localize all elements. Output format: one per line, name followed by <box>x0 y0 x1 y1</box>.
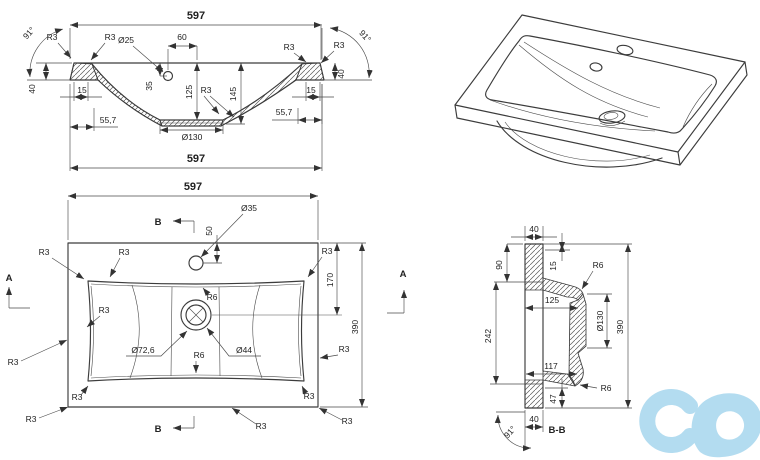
dim-angle-right: 91° <box>357 28 373 44</box>
logo-d-shape <box>691 393 760 458</box>
dim-back-height: 90 <box>494 260 504 270</box>
dim-rim-right: 40 <box>336 69 346 79</box>
section-bb-view: 40 90 242 15 R6 125 Ø130 390 117 R6 <box>483 224 632 452</box>
plan-basin-edge <box>87 280 305 382</box>
front-section-dimensions: 597 597 Ø25 60 35 125 145 Ø130 R3 R3 <box>21 10 373 171</box>
faucet-hole-iso <box>616 44 634 56</box>
section-a-label: A <box>6 273 13 284</box>
dim-hole-dia: Ø25 <box>118 35 134 45</box>
fillet-label: R3 <box>334 40 345 50</box>
isometric-view <box>454 14 748 168</box>
dim-slope-left: 55,7 <box>100 115 117 125</box>
dim-drain-from-back: 170 <box>325 273 335 287</box>
fillet-label: R3 <box>284 42 295 52</box>
dim-slope-right: 55,7 <box>276 107 293 117</box>
fillet-label: R3 <box>8 357 19 367</box>
fillet-label: R6 <box>194 350 205 360</box>
dim-plan-width: 597 <box>184 181 202 193</box>
dim-width-bottom: 597 <box>187 153 205 165</box>
drain-recess-plan <box>180 299 212 331</box>
dim-rim-top: 40 <box>529 224 539 234</box>
dim-faucet-offset: 50 <box>204 226 214 236</box>
dim-angle-left: 91° <box>21 25 37 41</box>
dim-drain-dia-side: Ø130 <box>595 310 605 331</box>
section-a-label: A <box>400 269 407 280</box>
fillet-label: R3 <box>105 32 116 42</box>
dim-drain-hole: Ø44 <box>236 345 252 355</box>
fillet-label: R3 <box>72 392 83 402</box>
logo-c-shape <box>639 389 698 453</box>
dim-basin-bottom-width: 117 <box>544 361 558 371</box>
fillet-label: R3 <box>256 421 267 431</box>
dim-lip: 15 <box>548 261 558 271</box>
dim-width-top: 597 <box>187 10 205 22</box>
dim-rim-bottom: 40 <box>529 414 539 424</box>
fillet-label: R3 <box>99 305 110 315</box>
plan-view: 597 Ø35 50 B B A A 170 390 R3 <box>6 181 407 435</box>
watermark-logo <box>639 389 760 458</box>
dim-total-height: 390 <box>615 320 625 334</box>
underbowl-edge <box>496 120 663 168</box>
fillet-label: R6 <box>601 383 612 393</box>
dim-inset-right: 15 <box>306 85 316 95</box>
dim-depth-center: 125 <box>184 85 194 99</box>
fillet-label: R3 <box>322 246 333 256</box>
fillet-label: R3 <box>26 414 37 424</box>
faucet-hole-plan <box>188 255 204 271</box>
section-b-label: B <box>155 217 162 228</box>
dim-drain-dia: Ø130 <box>182 132 203 142</box>
fillet-label: R3 <box>342 416 353 426</box>
fillet-label: R3 <box>339 344 350 354</box>
fillet-label: R6 <box>593 260 604 270</box>
section-bb-title: B-B <box>549 425 566 436</box>
fillet-label: R3 <box>304 391 315 401</box>
fillet-label: R3 <box>201 85 212 95</box>
plan-dimensions: 597 Ø35 50 B B A A 170 390 R3 <box>6 181 407 435</box>
dim-angle-bb: 91° <box>502 424 518 440</box>
section-bb-body <box>524 243 587 409</box>
dim-drain-recess: Ø72,6 <box>131 345 154 355</box>
dim-plan-depth: 390 <box>350 320 360 334</box>
dim-faucet-dia: Ø35 <box>241 203 257 213</box>
dim-hole-offset: 60 <box>177 32 187 42</box>
drain-iso <box>598 110 626 124</box>
drain-hole-plan <box>185 304 207 326</box>
fillet-label: R3 <box>39 247 50 257</box>
section-b-label: B <box>155 424 162 435</box>
front-section-view: 597 597 Ø25 60 35 125 145 Ø130 R3 R3 <box>21 10 373 171</box>
dim-inset-left: 15 <box>77 85 87 95</box>
dim-depth-overflow: 35 <box>144 81 154 91</box>
dim-basin-height: 242 <box>483 329 493 343</box>
fillet-label: R6 <box>207 292 218 302</box>
dim-front-drop: 47 <box>548 394 558 404</box>
dim-basin-top-width: 125 <box>545 295 559 305</box>
overflow-hole-iso <box>589 62 603 72</box>
plan-outer-rim <box>67 242 319 408</box>
dim-rim-left: 40 <box>27 84 37 94</box>
fillet-label: R3 <box>119 247 130 257</box>
section-bb-dimensions: 40 90 242 15 R6 125 Ø130 390 117 R6 <box>483 224 632 452</box>
dim-depth-total: 145 <box>228 87 238 101</box>
